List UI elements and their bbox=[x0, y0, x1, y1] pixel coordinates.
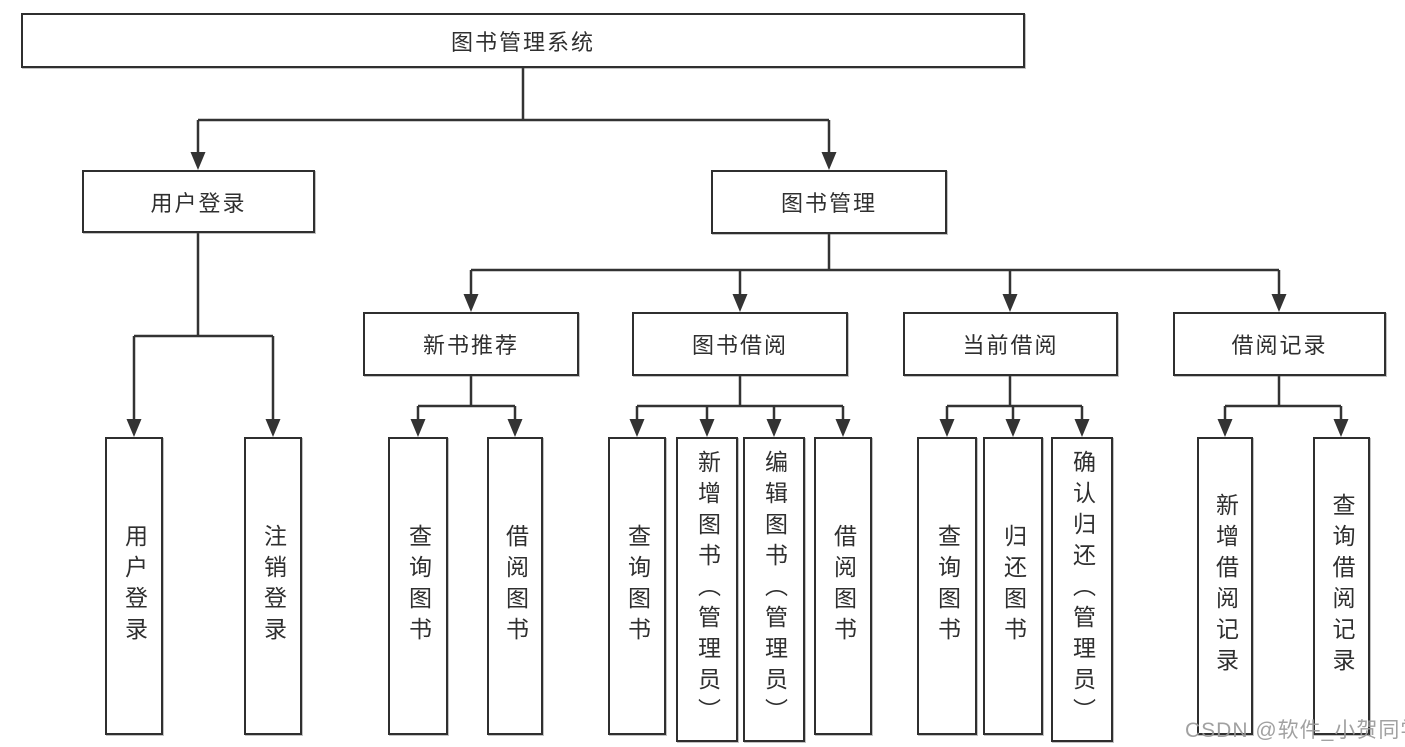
leaf-borrow-add-books-admin-label: 新增图书（管理员） bbox=[694, 450, 721, 729]
node-user-login-label: 用户登录 bbox=[150, 190, 247, 216]
node-root: 图书管理系统 bbox=[21, 13, 1025, 68]
edge-root-to-level2 bbox=[196, 68, 831, 154]
leaf-user-login-label: 用户登录 bbox=[121, 524, 148, 648]
leaf-user-login: 用户登录 bbox=[105, 437, 163, 735]
leaf-borrow-borrow-books: 借阅图书 bbox=[814, 437, 872, 735]
node-current-borrow-label: 当前借阅 bbox=[962, 333, 1059, 358]
leaf-logout-login-label: 注销登录 bbox=[260, 524, 287, 648]
node-book-borrow: 图书借阅 bbox=[632, 312, 848, 376]
node-new-book-recommend: 新书推荐 bbox=[363, 312, 579, 376]
leaf-current-return-books: 归还图书 bbox=[983, 437, 1043, 735]
leaf-borrow-add-books-admin: 新增图书（管理员） bbox=[676, 437, 738, 742]
edge-new-book-recommend-to-leaves bbox=[416, 376, 517, 421]
edge-book-borrow-to-leaves bbox=[635, 376, 845, 421]
leaf-borrow-query-books: 查询图书 bbox=[608, 437, 666, 735]
node-user-login: 用户登录 bbox=[82, 170, 315, 233]
arrowheads bbox=[126, 152, 1349, 437]
leaf-borrow-query-books-label: 查询图书 bbox=[624, 524, 651, 648]
node-borrow-records: 借阅记录 bbox=[1173, 312, 1386, 376]
leaf-newbooks-borrow-books-label: 借阅图书 bbox=[502, 524, 529, 648]
leaf-current-query-books-label: 查询图书 bbox=[934, 524, 961, 648]
leaf-logout-login: 注销登录 bbox=[244, 437, 302, 735]
node-book-borrow-label: 图书借阅 bbox=[691, 333, 788, 358]
leaf-records-add-record-label: 新增借阅记录 bbox=[1212, 493, 1239, 679]
edge-book-management-to-level3 bbox=[469, 234, 1281, 296]
leaf-borrow-edit-books-admin: 编辑图书（管理员） bbox=[743, 437, 805, 742]
node-root-label: 图书管理系统 bbox=[450, 29, 595, 55]
leaf-borrow-edit-books-admin-label: 编辑图书（管理员） bbox=[761, 450, 788, 729]
edge-user-login-to-leaves bbox=[132, 233, 275, 421]
node-current-borrow: 当前借阅 bbox=[903, 312, 1118, 376]
node-borrow-records-label: 借阅记录 bbox=[1231, 333, 1328, 358]
edge-current-borrow-to-leaves bbox=[945, 376, 1084, 421]
csdn-watermark: CSDN @软件_小贺同学 bbox=[1185, 719, 1405, 742]
node-new-book-recommend-label: 新书推荐 bbox=[422, 333, 519, 358]
leaf-newbooks-query-books: 查询图书 bbox=[388, 437, 448, 735]
leaf-records-query-record: 查询借阅记录 bbox=[1313, 437, 1370, 735]
leaf-current-return-books-label: 归还图书 bbox=[1000, 524, 1027, 648]
leaf-newbooks-borrow-books: 借阅图书 bbox=[487, 437, 543, 735]
leaf-current-query-books: 查询图书 bbox=[917, 437, 977, 735]
edge-borrow-records-to-leaves bbox=[1223, 376, 1343, 421]
node-book-management: 图书管理 bbox=[711, 170, 947, 234]
node-book-management-label: 图书管理 bbox=[780, 191, 877, 216]
leaf-current-confirm-return-admin-label: 确认归还（管理员） bbox=[1069, 450, 1096, 729]
leaf-records-query-record-label: 查询借阅记录 bbox=[1329, 493, 1355, 679]
leaf-newbooks-query-books-label: 查询图书 bbox=[405, 524, 432, 648]
leaf-current-confirm-return-admin: 确认归还（管理员） bbox=[1051, 437, 1113, 742]
leaf-borrow-borrow-books-label: 借阅图书 bbox=[830, 524, 857, 648]
leaf-records-add-record: 新增借阅记录 bbox=[1197, 437, 1253, 735]
